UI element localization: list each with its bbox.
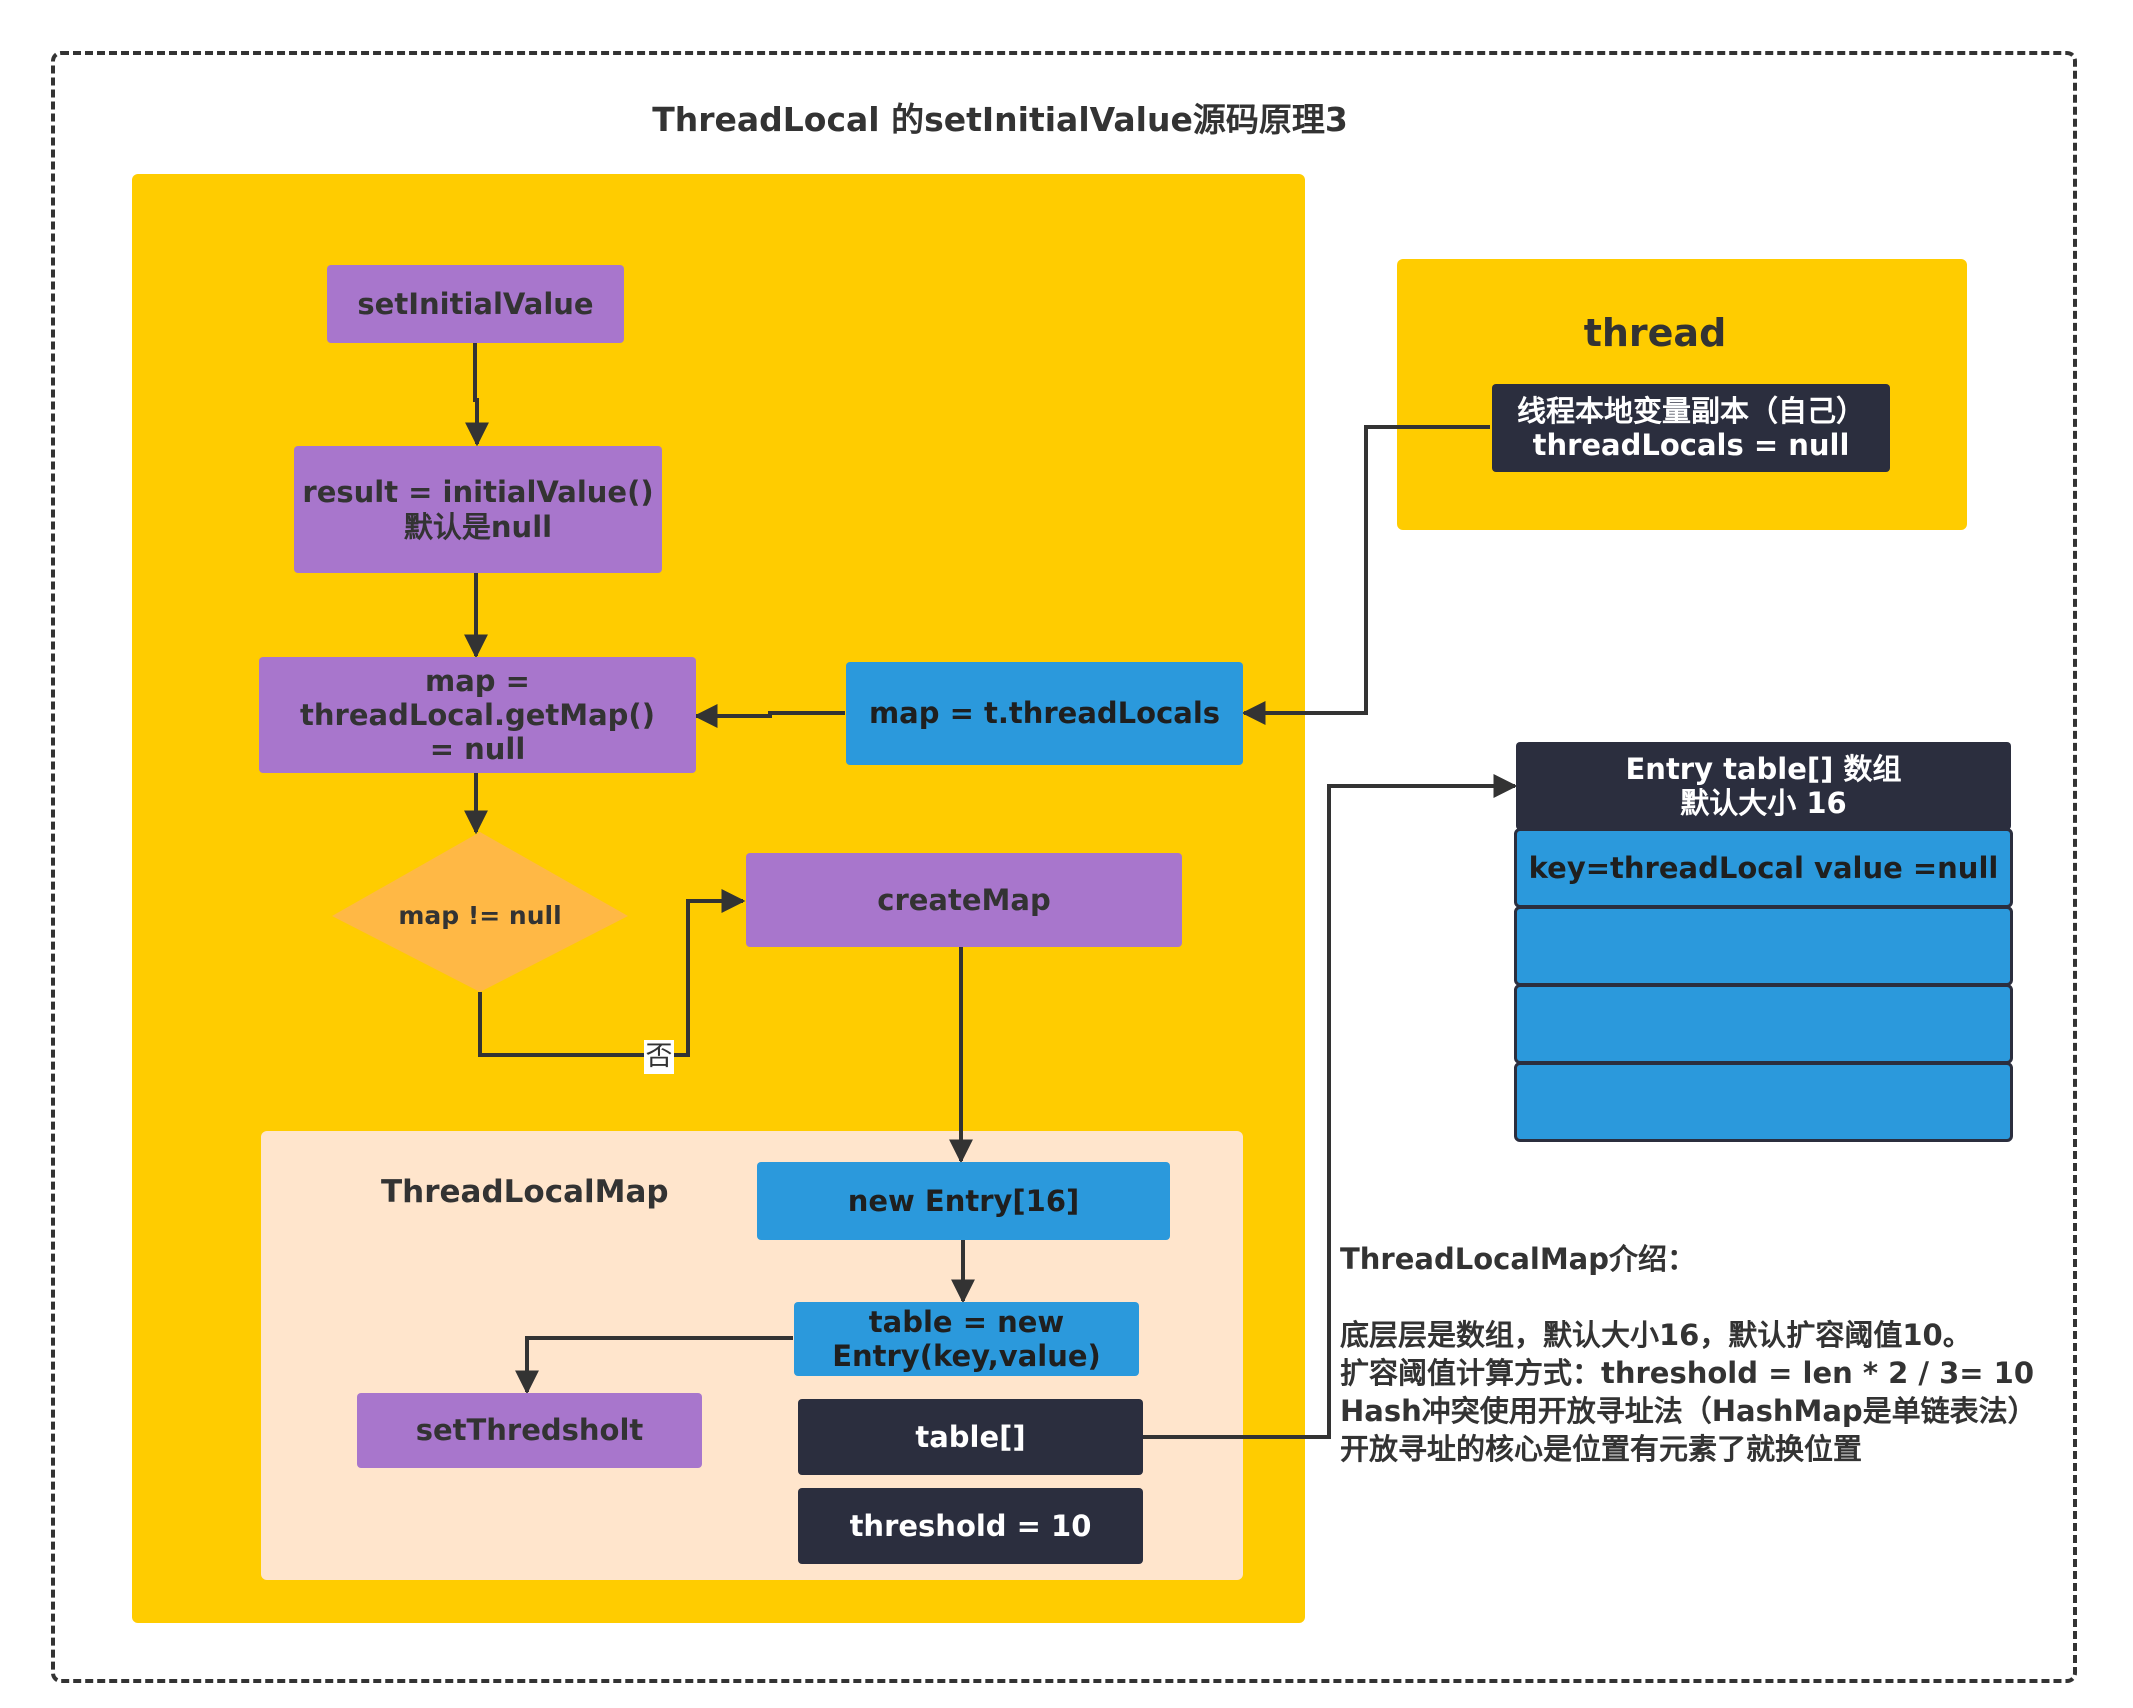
edge-decision-no-to-createmap [478, 889, 746, 1057]
intro-line: 底层层是数组，默认大小16，默认扩容阈值10。 [1340, 1318, 1972, 1352]
set-threshold-node: setThredsholt [357, 1393, 702, 1468]
entry-table-header-line2: 默认大小 16 [1680, 786, 1847, 820]
thread-copy-line2: threadLocals = null [1532, 428, 1850, 462]
table-field-node: table[] [798, 1399, 1143, 1475]
set-threshold-label: setThredsholt [415, 1413, 644, 1448]
create-map-node: createMap [746, 853, 1182, 947]
branch-no-label: 否 [644, 1040, 674, 1074]
threshold-field-node: threshold = 10 [798, 1488, 1143, 1564]
entry-table-row: key=threadLocal value =null [1514, 828, 2013, 908]
entry-row-text: key=threadLocal value =null [1528, 850, 1999, 885]
intro-line: Hash冲突使用开放寻址法（HashMap是单链表法） [1340, 1394, 2037, 1428]
result-line1: result = initialValue() [302, 475, 654, 510]
thread-locals-copy-node: 线程本地变量副本（自己） threadLocals = null [1492, 384, 1890, 472]
map-thread-locals-label: map = t.threadLocals [868, 696, 1221, 731]
get-map-line3: = null [429, 732, 526, 767]
thread-local-map-intro: ThreadLocalMap介绍： 底层层是数组，默认大小16，默认扩容阈值10… [1340, 1240, 2120, 1468]
set-initial-value-label: setInitialValue [357, 286, 594, 321]
entry-table-row [1514, 906, 2013, 986]
get-map-line1: map = [425, 663, 530, 698]
new-entry-node: new Entry[16] [757, 1162, 1170, 1240]
decision-text: map != null [398, 901, 562, 931]
map-thread-locals-node: map = t.threadLocals [846, 662, 1243, 765]
table-new-entry-node: table = new Entry(key,value) [794, 1302, 1139, 1376]
thread-title-text: thread [1583, 310, 1727, 355]
edge-threadlocals-to-map [693, 704, 845, 728]
entry-table-row [1514, 984, 2013, 1064]
table-new-line1: table = new [868, 1304, 1065, 1339]
intro-line: 开放寻址的核心是位置有元素了就换位置 [1340, 1432, 1863, 1466]
decision-label: map != null [360, 890, 600, 942]
result-initial-value-node: result = initialValue() 默认是null [294, 446, 662, 573]
get-map-line2: threadLocal.getMap() [300, 697, 655, 732]
new-entry-label: new Entry[16] [847, 1183, 1080, 1218]
edge-table-new-to-setthreshold [515, 1336, 793, 1395]
edge-setinitial-to-result [465, 341, 489, 447]
create-map-label: createMap [877, 882, 1051, 917]
result-line2: 默认是null [403, 509, 553, 544]
edge-table-field-to-entry-table [1142, 774, 1518, 1439]
entry-table-header: Entry table[] 数组 默认大小 16 [1516, 742, 2011, 830]
thread-title: thread [1560, 304, 1750, 362]
thread-copy-line1: 线程本地变量副本（自己） [1516, 393, 1865, 428]
get-map-node: map = threadLocal.getMap() = null [259, 657, 696, 773]
intro-line: 扩容阈值计算方式：threshold = len * 2 / 3= 10 [1340, 1356, 2035, 1390]
edge-thread-to-threadlocals [1241, 425, 1490, 725]
entry-table-row [1514, 1062, 2013, 1142]
intro-heading: ThreadLocalMap介绍： [1340, 1242, 1697, 1276]
thread-local-map-title: ThreadLocalMap [381, 1174, 669, 1210]
set-initial-value-node: setInitialValue [327, 265, 624, 343]
diagram-title: ThreadLocal 的setInitialValue源码原理3 [652, 100, 1348, 139]
outer-frame [51, 51, 2077, 1683]
entry-table-header-line1: Entry table[] 数组 [1625, 751, 1902, 786]
table-field-label: table[] [915, 1419, 1026, 1454]
threshold-field-label: threshold = 10 [849, 1508, 1092, 1543]
table-new-line2: Entry(key,value) [832, 1339, 1101, 1373]
decision-diamond [332, 832, 628, 992]
